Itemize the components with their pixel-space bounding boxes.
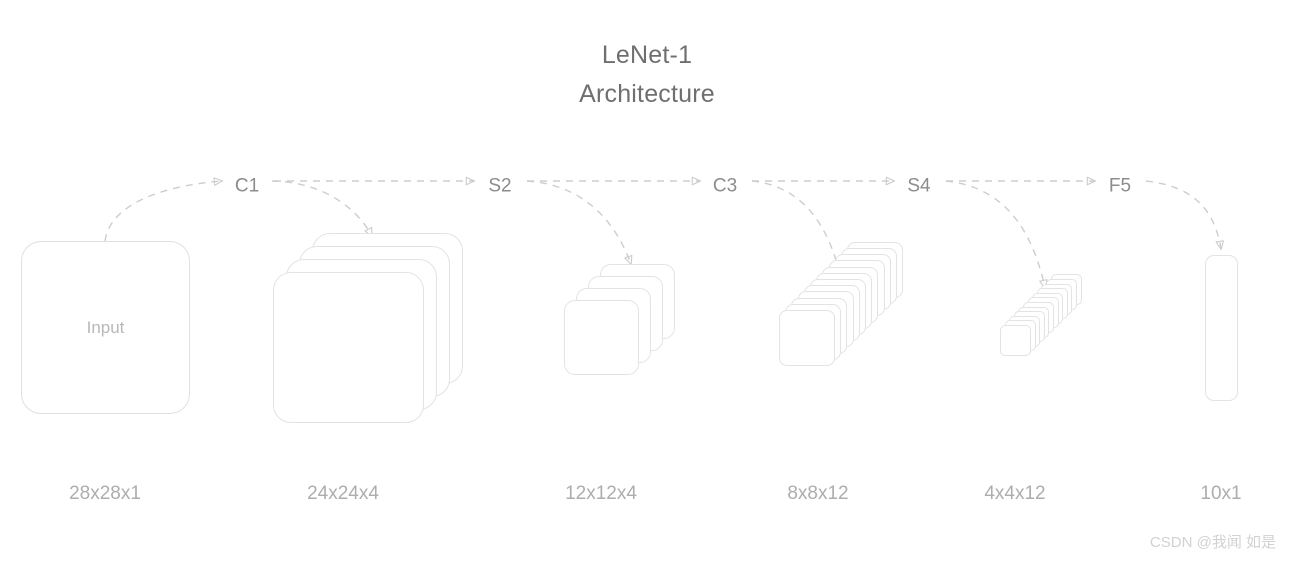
dimension-label: 24x24x4 — [307, 483, 379, 504]
stage-label-f5: F5 — [1108, 175, 1132, 197]
watermark: CSDN @我闻 如是 — [1149, 534, 1276, 551]
dimension-label: 4x4x12 — [984, 483, 1046, 504]
input-layer-block — [21, 241, 190, 414]
feature-map-card — [564, 300, 639, 375]
stage-label-s4: S4 — [907, 175, 931, 197]
dimension-label: 10x1 — [1200, 483, 1242, 504]
feature-map-card — [273, 272, 424, 423]
f5-layer-bar — [1205, 255, 1238, 401]
stage-label-c1: C1 — [234, 175, 260, 197]
input-layer-label: Input — [86, 317, 125, 337]
feature-map-card — [1000, 325, 1031, 356]
title-line-1: LeNet-1 — [601, 41, 693, 69]
title-line-2: Architecture — [579, 80, 715, 108]
page-title: LeNet-1 Architecture — [0, 36, 1294, 114]
stage-label-s2: S2 — [488, 175, 512, 197]
dimension-label: 12x12x4 — [565, 483, 637, 504]
dimension-label: 8x8x12 — [787, 483, 849, 504]
dimension-label: 28x28x1 — [69, 483, 141, 504]
feature-map-card — [779, 310, 835, 366]
stage-label-c3: C3 — [712, 175, 738, 197]
